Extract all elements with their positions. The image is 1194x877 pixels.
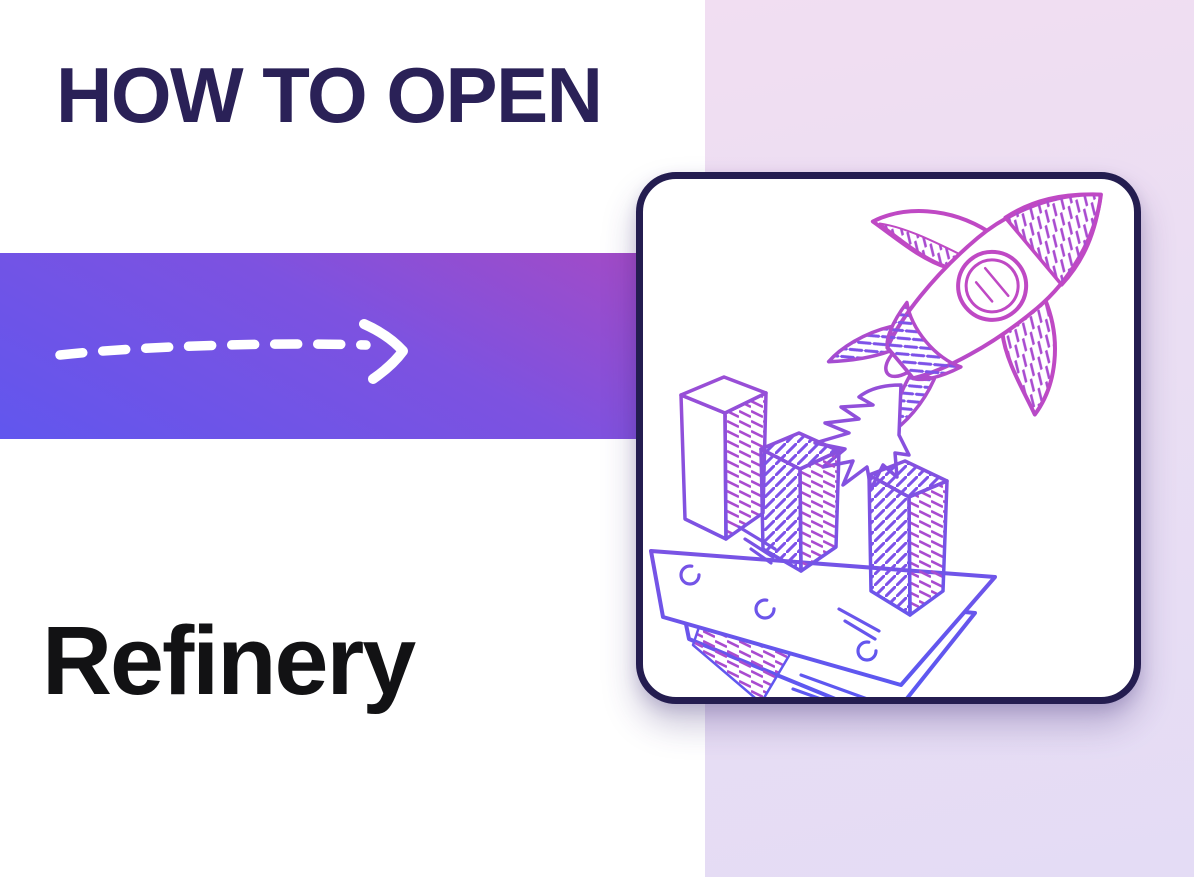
dashed-arrow-right-icon	[50, 311, 420, 391]
bar-chart	[679, 375, 949, 617]
platform-doodles	[679, 525, 881, 697]
subject-title: Refinery	[42, 606, 416, 715]
rocket-bar-chart-illustration	[649, 192, 1103, 697]
bar-middle	[759, 431, 841, 573]
rocket-icon	[826, 192, 1103, 436]
illustration-card	[636, 172, 1141, 704]
gradient-band	[0, 253, 705, 439]
page-title: HOW TO OPEN	[56, 51, 603, 139]
bar-tall	[679, 375, 768, 541]
bar-right	[867, 459, 949, 617]
